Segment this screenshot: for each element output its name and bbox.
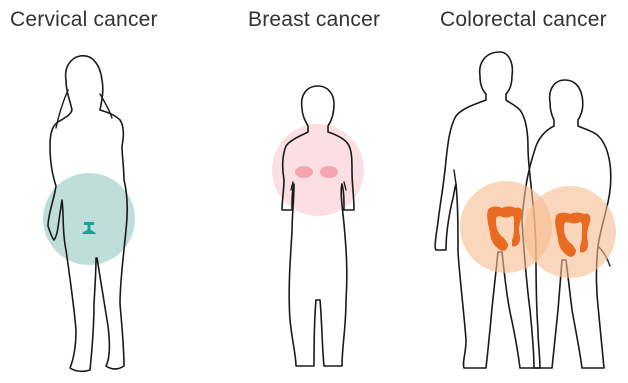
colorectal-figures: [435, 52, 616, 368]
colorectal-highlight-circle-right: [524, 186, 616, 278]
woman-silhouette-icon: [282, 86, 354, 366]
cervical-figure: [43, 56, 135, 372]
breast-figure: [272, 86, 364, 366]
woman-silhouette-icon: [48, 56, 127, 372]
